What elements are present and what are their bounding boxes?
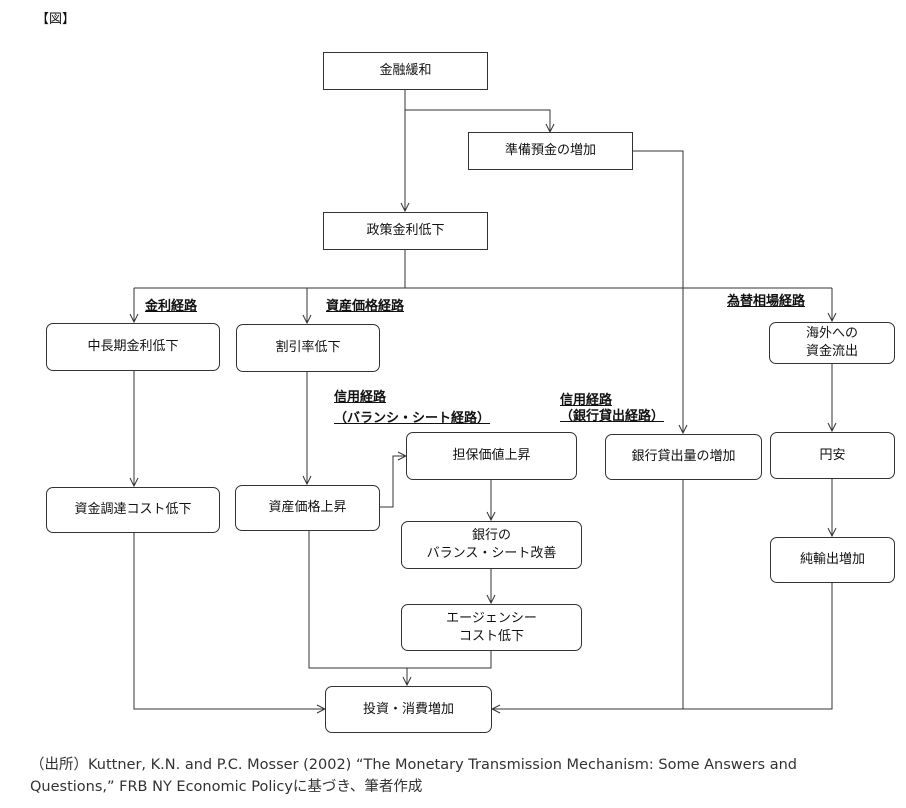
source-note: （出所）Kuttner, K.N. and P.C. Mosser (2002)… [30, 757, 797, 795]
node-net-export-increase: 純輸出増加 [770, 537, 895, 583]
line-asset-price-down [308, 530, 492, 669]
node-discount-rate-fall: 割引率低下 [236, 324, 380, 372]
node-yen-depreciation: 円安 [770, 432, 895, 479]
node-overseas-outflow: 海外への 資金流出 [769, 322, 895, 364]
node-asset-price-rise: 資産価格上昇 [235, 485, 380, 531]
node-balance-sheet-improve: 銀行の バランス・シート改善 [401, 521, 582, 569]
node-long-rate-fall: 中長期金利低下 [46, 323, 220, 371]
node-funding-cost-fall: 資金調達コスト低下 [46, 487, 220, 533]
arrow-easing-to-reserves [405, 109, 550, 132]
node-policy-rate-fall: 政策金利低下 [323, 212, 488, 250]
pathway-exchange-rate: 為替相場経路 [727, 294, 806, 309]
pathway-credit-bank-lending: 信用経路 （銀行貸出経路） [560, 393, 665, 424]
node-monetary-easing: 金融緩和 [323, 52, 488, 90]
node-collateral-rise: 担保価値上昇 [406, 432, 577, 480]
line-net-exports-to-investment [683, 582, 833, 710]
pathway-credit-balance-sheet: 信用経路 （バランシ・シート経路） [334, 390, 491, 426]
node-reserve-increase: 準備預金の増加 [468, 132, 633, 170]
pathway-asset-price: 資産価格経路 [326, 299, 405, 314]
arrow-reserves-to-lending [632, 150, 683, 433]
arrow-lending-to-investment [492, 479, 684, 709]
node-investment-consumption-increase: 投資・消費増加 [325, 686, 492, 733]
arrow-funding-cost-to-investment [133, 532, 325, 709]
figure-label: 【図】 [36, 12, 76, 27]
pathway-interest-rate: 金利経路 [145, 299, 198, 314]
arrow-asset-price-to-collateral [380, 456, 406, 508]
node-bank-lending-increase: 銀行貸出量の増加 [605, 434, 762, 480]
node-agency-cost-fall: エージェンシー コスト低下 [401, 604, 582, 651]
